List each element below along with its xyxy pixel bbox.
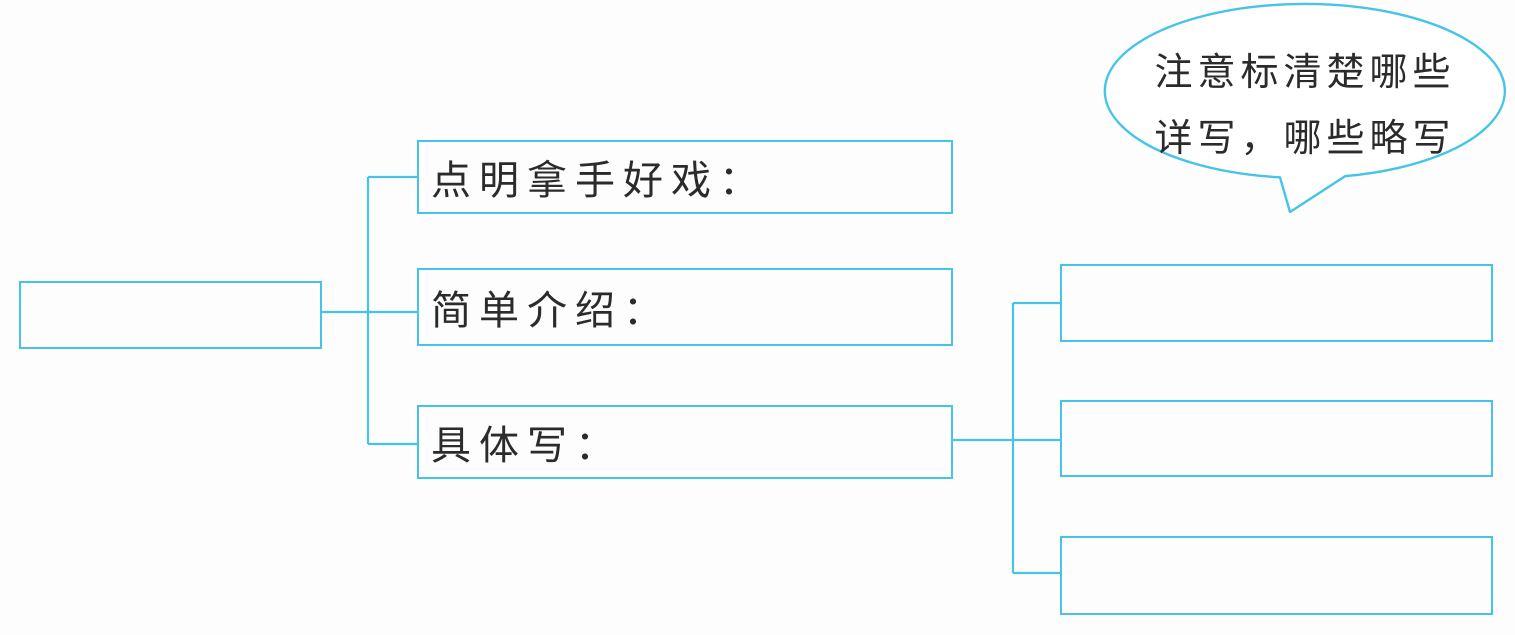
sub-box-3 xyxy=(1060,536,1493,615)
sub-box-1 xyxy=(1060,264,1493,342)
speech-bubble-line-1: 注意标清楚哪些 xyxy=(1154,52,1456,94)
branch-box-opening: 点明拿手好戏： xyxy=(417,140,953,214)
speech-bubble-text: 注意标清楚哪些 详写，哪些略写 xyxy=(1105,40,1505,172)
sub-box-2 xyxy=(1060,400,1493,477)
speech-bubble-line-2: 详写，哪些略写 xyxy=(1154,118,1456,160)
branch-box-brief-intro: 简单介绍： xyxy=(417,268,953,346)
speech-bubble-outline xyxy=(1103,2,1506,214)
branch-box-detailed-writing: 具体写： xyxy=(417,405,953,479)
left-tree-connector xyxy=(322,175,417,446)
root-box xyxy=(19,281,322,349)
right-tree-connector xyxy=(953,301,1060,575)
